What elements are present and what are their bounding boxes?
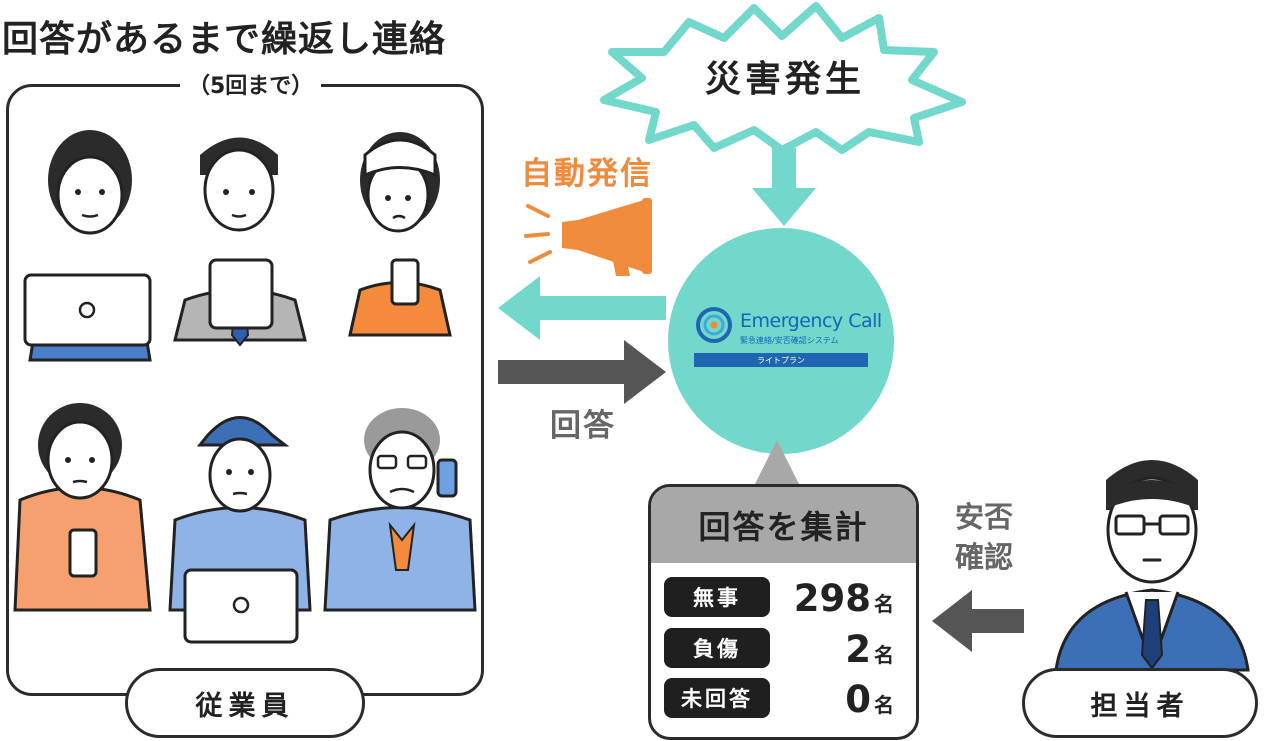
disaster-label: 災害発生 [704,59,865,100]
status-count-injured-value: 2 [845,628,871,671]
employee-young-man-phone-icon [13,403,152,612]
status-badge-safe: 無事 [664,577,770,617]
employees-illustration [13,130,477,644]
employee-injured-woman-icon [348,132,452,337]
safety-confirm-label: 安否 確認 [954,500,1013,574]
status-count-unanswered-value: 0 [845,678,871,721]
status-badge-injured: 負傷 [664,628,770,668]
status-count-injured-unit: 名 [874,643,894,667]
status-badge-unanswered: 未回答 [664,678,770,718]
aggregate-pointer-icon [752,440,802,490]
system-plan-badge: ライトプラン [694,353,868,367]
retry-count-note: （5回まで） [180,68,322,100]
system-logo-subtitle: 緊急連絡/安否確認システム [740,336,839,345]
status-count-unanswered-unit: 名 [874,693,894,717]
system-logo-name: Emergency Call [740,310,882,332]
confirm-arrow-icon [932,590,1024,652]
employee-worker-laptop-icon [168,416,312,644]
emergency-call-logo-icon [696,307,732,343]
employee-senior-man-phone-icon [323,408,477,612]
megaphone-icon [524,198,652,276]
employee-man-tablet-icon [173,137,307,347]
send-to-employees-arrow-icon [498,276,666,340]
disaster-burst-icon [600,2,966,154]
status-count-safe-value: 298 [793,577,871,620]
manager-person-icon [1054,460,1250,672]
reply-label: 回答 [550,408,616,444]
page-title: 回答があるまで繰返し連絡 [2,19,447,60]
status-count-safe-unit: 名 [874,592,894,616]
system-circle [668,228,894,454]
employees-label: 従業員 [125,668,365,738]
employee-woman-laptop-icon [23,130,152,362]
aggregate-header: 回答を集計 [651,487,916,563]
manager-label: 担当者 [1022,668,1258,738]
reply-arrow-icon [498,340,666,404]
down-arrow-icon [752,148,816,226]
auto-send-label: 自動発信 [521,156,653,192]
